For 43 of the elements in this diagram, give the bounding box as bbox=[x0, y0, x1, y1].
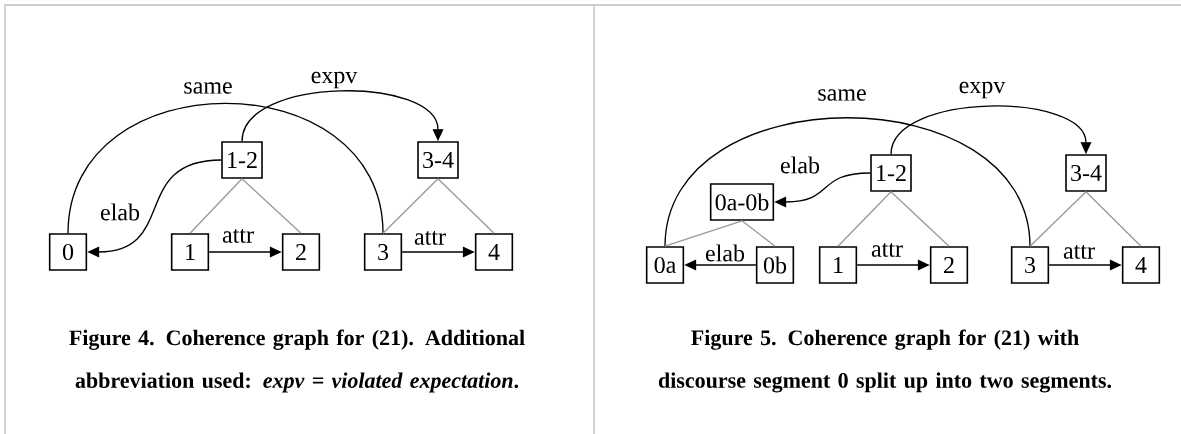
arc-line bbox=[664, 117, 1031, 247]
segment-box: 1 bbox=[818, 246, 858, 284]
arc-line bbox=[67, 102, 384, 234]
arrow bbox=[890, 105, 1092, 155]
tree-line bbox=[382, 178, 439, 234]
segment-box: 4 bbox=[474, 233, 514, 271]
edge-label: attr bbox=[412, 229, 448, 247]
arrow bbox=[241, 90, 444, 142]
tree-line bbox=[437, 178, 495, 234]
tree-line bbox=[837, 191, 892, 247]
segment-box: 0a-0b bbox=[709, 183, 775, 221]
tree-line bbox=[241, 178, 302, 234]
edge-label: expv bbox=[309, 70, 359, 90]
edge-label: elab bbox=[98, 202, 142, 222]
edge-label: attr bbox=[1061, 243, 1097, 261]
tree-line bbox=[1085, 191, 1142, 247]
segment-box: 0b bbox=[755, 246, 795, 284]
segment-box: 3-4 bbox=[417, 141, 459, 179]
segment-box: 1-2 bbox=[221, 141, 263, 179]
segment-box: 3-4 bbox=[1065, 154, 1107, 192]
edge-label: same bbox=[816, 87, 868, 103]
segment-box: 2 bbox=[281, 233, 321, 271]
tree-line bbox=[890, 191, 950, 247]
tree-line bbox=[741, 220, 776, 247]
tree-line bbox=[1029, 191, 1087, 247]
edge-label: elab bbox=[703, 243, 747, 263]
edge-label: attr bbox=[220, 227, 256, 245]
segment-box: 2 bbox=[929, 246, 969, 284]
figure-caption: Figure 5. Coherence graph for (21) with discourse segment 0 split up into two segments. bbox=[658, 329, 1112, 393]
edge-label: attr bbox=[869, 241, 905, 259]
edge-label: same bbox=[182, 80, 234, 96]
segment-box: 4 bbox=[1121, 246, 1161, 284]
segment-box: 3 bbox=[1010, 246, 1050, 284]
edge-label: elab bbox=[778, 155, 822, 175]
segment-box: 0a bbox=[645, 246, 685, 284]
edge-label: expv bbox=[957, 80, 1007, 100]
segment-box: 1 bbox=[170, 233, 210, 271]
segment-box: 1-2 bbox=[870, 154, 912, 192]
figure-caption: Figure 4. Coherence graph for (21). Additional abbreviation used: expv = violated expectation. bbox=[69, 329, 525, 393]
tree-line bbox=[664, 220, 743, 247]
tree-line bbox=[189, 178, 243, 234]
segment-box: 3 bbox=[363, 233, 403, 271]
segment-box: 0 bbox=[48, 233, 88, 271]
